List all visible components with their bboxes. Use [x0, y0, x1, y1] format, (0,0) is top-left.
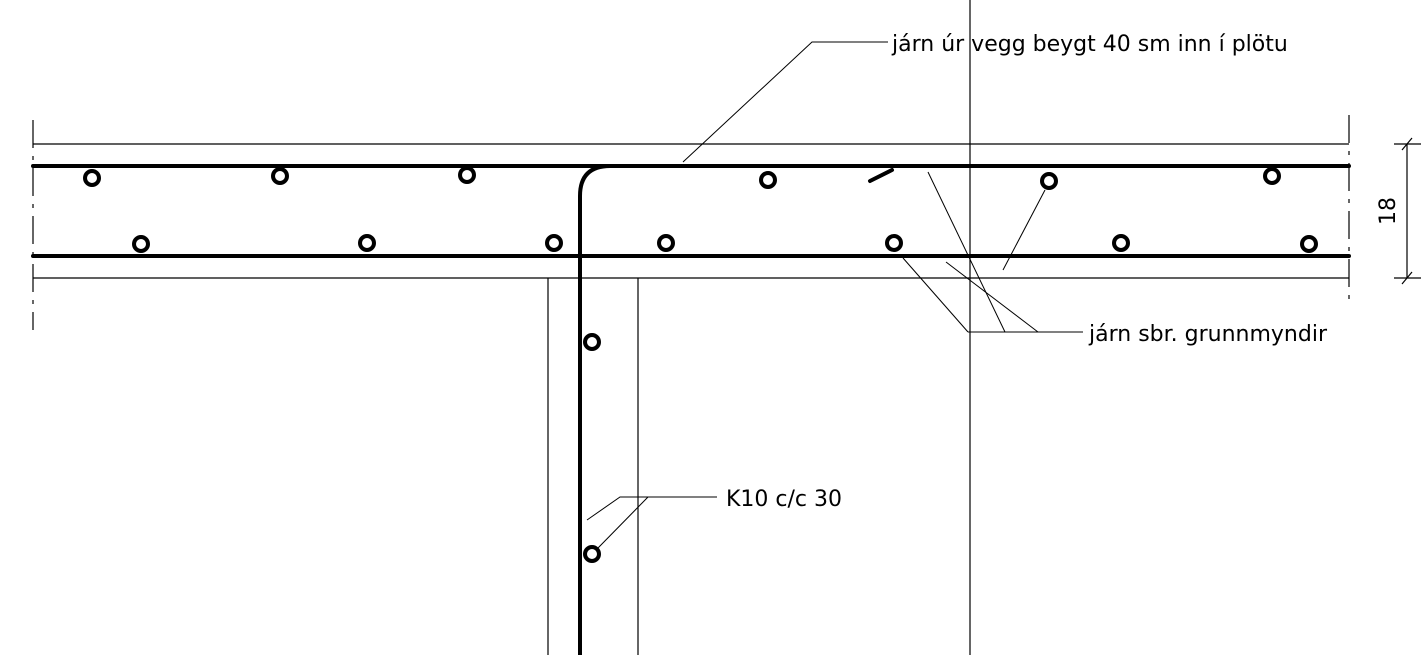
rebar-section	[759, 171, 777, 189]
rebar-section	[1300, 235, 1318, 253]
leader-line	[682, 41, 888, 163]
dimension-label: 18	[1376, 197, 1401, 225]
wall-bar-note-label: járn úr vegg beygt 40 sm inn í plötu	[891, 32, 1288, 57]
dimension-tick-bottom	[1401, 271, 1413, 285]
leader-line	[586, 496, 717, 521]
wall-bent-bar	[578, 164, 682, 655]
dimension-tick-top	[1401, 137, 1413, 151]
leader-line	[1002, 189, 1046, 271]
rebar-lines	[31, 164, 1351, 655]
slab-outline	[32, 115, 1350, 330]
leader-line	[597, 496, 649, 549]
slab-bar-note-label: járn sbr. grunnmyndir	[1088, 322, 1328, 347]
rebar-section	[545, 234, 563, 252]
bar-end-hook	[868, 168, 894, 183]
wall-bar-spec-label: K10 c/c 30	[726, 487, 842, 512]
rebar-section	[458, 166, 476, 184]
rebar-section	[583, 333, 601, 351]
leader-wall-bar-note	[682, 41, 888, 163]
wall-outline	[547, 278, 639, 655]
rebar-section	[271, 167, 289, 185]
rebar-section	[583, 545, 601, 563]
rebar-section	[885, 234, 903, 252]
rebar-section	[83, 169, 101, 187]
rebar-section	[657, 234, 675, 252]
leader-wall-bar-spec	[586, 496, 717, 549]
cross-section-bars	[83, 166, 1318, 563]
rebar-section	[132, 235, 150, 253]
rebar-section	[1040, 172, 1058, 190]
leader-slab-bar-note	[902, 171, 1083, 333]
leader-line	[927, 171, 1006, 333]
leader-line	[902, 257, 969, 333]
rebar-section	[358, 234, 376, 252]
rebar-section	[1112, 234, 1130, 252]
leader-line	[945, 261, 1039, 333]
rebar-section	[1263, 167, 1281, 185]
thickness-dimension	[1394, 137, 1421, 285]
